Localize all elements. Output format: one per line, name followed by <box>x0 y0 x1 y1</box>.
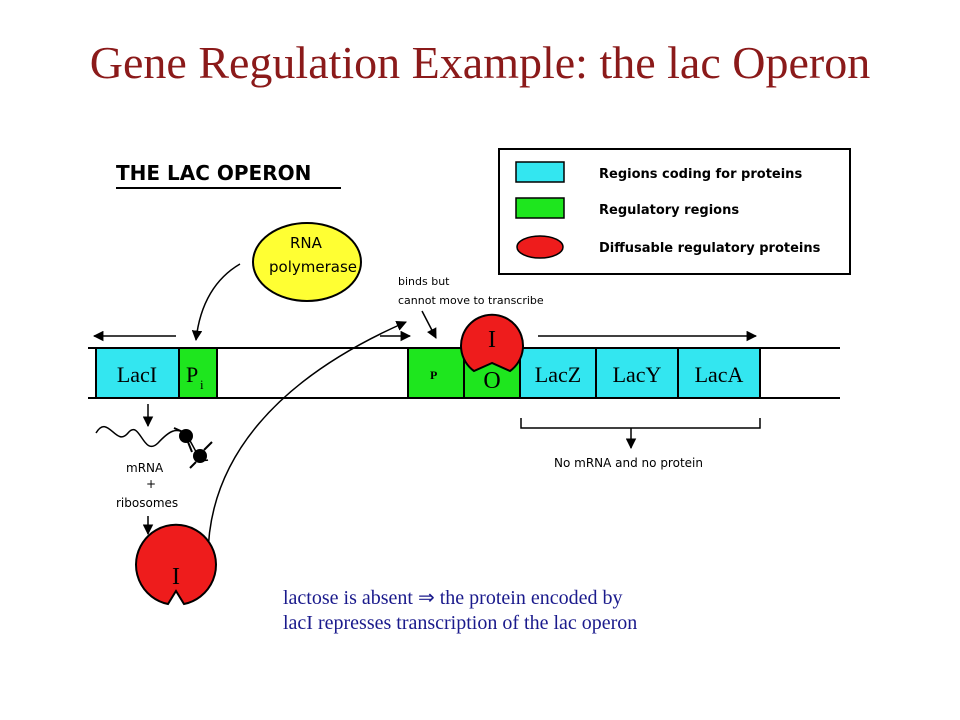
gene-lacy <box>595 347 679 399</box>
repressor-bound-shape <box>460 313 524 373</box>
caption-line-1: lactose is absent⇒the protein encoded by <box>283 586 637 611</box>
caption-line-1-end: the protein encoded by <box>439 587 623 609</box>
gene-lacz <box>519 347 597 399</box>
gene-laci <box>95 347 180 399</box>
caption-line-2: lacI represses transcription of the lac … <box>283 612 638 634</box>
legend: Regions coding for proteins Regulatory r… <box>498 148 851 275</box>
slide-title: Gene Regulation Example: the lac Operon <box>89 37 871 88</box>
gene-promoter-label: P <box>430 368 437 382</box>
legend-label-coding: Regions coding for proteins <box>599 167 802 182</box>
operon-genes: LacI P i P O LacZ LacY LacA <box>95 347 761 399</box>
gene-operator-label: O <box>483 368 500 394</box>
repressor-free-shape <box>135 523 217 606</box>
rna-polymerase-label-1: RNA <box>290 234 323 252</box>
legend-label-repressor: Diffusable regulatory proteins <box>599 241 821 256</box>
ribosomes-label: ribosomes <box>116 496 178 510</box>
repressor-bound: I <box>460 313 524 373</box>
slide-caption: lactose is absent⇒the protein encoded by… <box>283 586 637 636</box>
gene-promoter <box>407 347 465 399</box>
gene-lacy-label: LacY <box>613 362 662 387</box>
repressor-free-label: I <box>172 564 180 590</box>
repressor-free: I <box>135 523 217 606</box>
mrna-label: mRNA <box>126 461 164 475</box>
ribosome-icon <box>173 427 213 469</box>
binds-note-line-2: cannot move to transcribe <box>398 294 544 307</box>
mrna-strand <box>95 425 209 462</box>
no-product-label: No mRNA and no protein <box>554 456 703 470</box>
ribosome-chain-3 <box>203 441 213 451</box>
repressor-bound-label: I <box>488 327 496 353</box>
caption-line-1-start: lactose is absent <box>283 587 413 609</box>
gene-pi-label: P <box>186 362 198 387</box>
legend-swatch-regulatory <box>515 197 565 219</box>
ribosome-chain-2 <box>187 441 193 453</box>
plus-label: + <box>146 477 156 491</box>
binds-note-arrow <box>421 310 437 339</box>
legend-label-regulatory: Regulatory regions <box>599 203 739 218</box>
gene-pi-subscript: i <box>200 377 204 392</box>
ribosome-chain-4 <box>189 461 197 469</box>
gene-lacz-label: LacZ <box>535 362 581 387</box>
legend-swatch-coding <box>515 161 565 183</box>
operon-bracket <box>520 418 761 429</box>
gene-pi <box>178 347 218 399</box>
diagram-heading: THE LAC OPERON <box>116 161 311 185</box>
rna-polymerase-label-2: polymerase <box>269 258 357 276</box>
rna-polymerase-shape <box>252 222 362 302</box>
implies-arrow-icon: ⇒ <box>417 587 435 609</box>
polymerase-to-pi-arrow <box>191 263 241 342</box>
gene-laca-label: LacA <box>695 362 744 387</box>
lac-operon-diagram: THE LAC OPERON Regions coding for protei… <box>88 128 870 640</box>
gene-laca <box>677 347 761 399</box>
repressor-binding-arrow <box>207 320 407 559</box>
ribosome-body-2 <box>193 449 207 463</box>
gene-laci-label: LacI <box>117 362 157 387</box>
ribosome-chain-1 <box>173 427 184 433</box>
legend-swatch-repressor <box>516 235 564 259</box>
rna-polymerase: RNA polymerase <box>252 222 362 302</box>
binds-note-line-1: binds but <box>398 275 450 288</box>
